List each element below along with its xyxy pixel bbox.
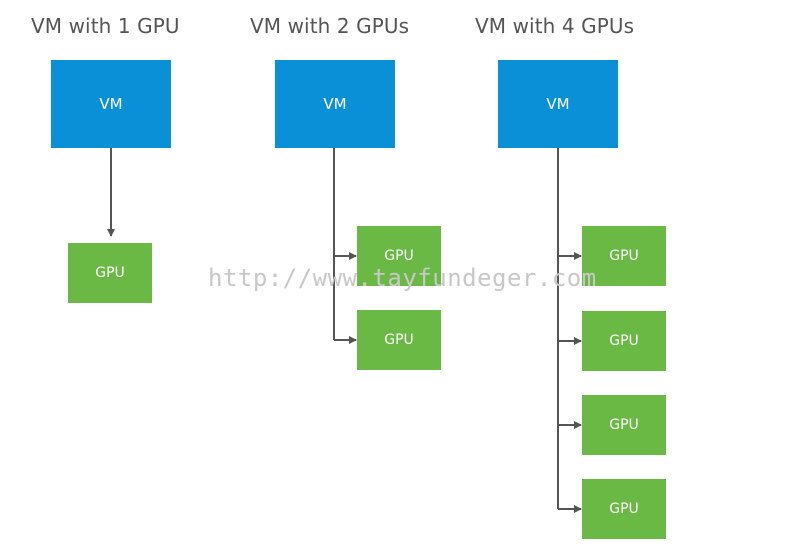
group-title-2gpus: VM with 2 GPUs: [250, 14, 410, 38]
vm-label: VM: [323, 95, 347, 113]
gpu-box-2gpus-2: GPU: [357, 310, 441, 370]
gpu-box-2gpus-1: GPU: [357, 226, 441, 286]
gpu-box-4gpus-1: GPU: [582, 226, 666, 286]
gpu-label: GPU: [95, 265, 125, 281]
vm-label: VM: [99, 95, 123, 113]
vm-box-1gpu: VM: [51, 60, 171, 148]
gpu-label: GPU: [609, 333, 639, 349]
gpu-label: GPU: [609, 501, 639, 517]
gpu-box-4gpus-3: GPU: [582, 395, 666, 455]
gpu-box-4gpus-2: GPU: [582, 311, 666, 371]
gpu-label: GPU: [609, 417, 639, 433]
vm-box-4gpus: VM: [498, 60, 618, 148]
group-title-4gpus: VM with 4 GPUs: [475, 14, 635, 38]
vm-label: VM: [546, 95, 570, 113]
gpu-box-4gpus-4: GPU: [582, 479, 666, 539]
gpu-box-1gpu-1: GPU: [68, 243, 152, 303]
group-title-1gpu: VM with 1 GPU: [31, 14, 180, 38]
watermark-url: http://www.tayfundeger.com: [208, 264, 597, 292]
vm-box-2gpus: VM: [275, 60, 395, 148]
gpu-label: GPU: [609, 248, 639, 264]
gpu-label: GPU: [384, 248, 414, 264]
gpu-label: GPU: [384, 332, 414, 348]
